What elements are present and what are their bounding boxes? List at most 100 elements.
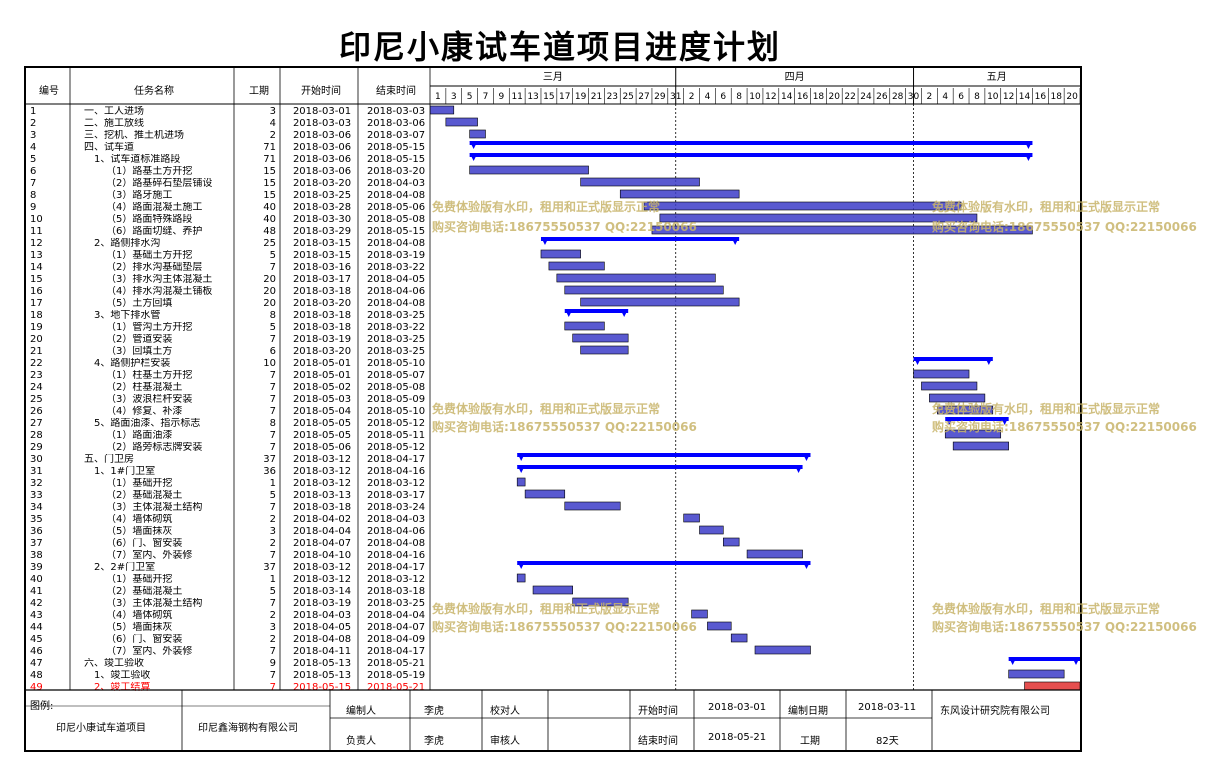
task-duration: 9 <box>269 658 276 669</box>
task-start: 2018-03-20 <box>292 178 352 189</box>
task-end: 2018-04-09 <box>366 634 426 645</box>
task-bar <box>1024 681 1081 691</box>
task-name: （2）路旁标志牌安装 <box>106 442 203 453</box>
task-bar <box>913 369 970 379</box>
institute-name: 东风设计研究院有限公司 <box>940 706 1050 717</box>
task-id: 11 <box>30 226 43 237</box>
task-start: 2018-03-12 <box>292 466 352 477</box>
task-name: 1、试车道标准路段 <box>94 154 181 165</box>
task-bar <box>619 189 740 199</box>
task-id: 32 <box>30 478 43 489</box>
task-duration: 3 <box>269 526 276 537</box>
task-name: （2）排水沟基础垫层 <box>106 262 203 273</box>
day-tick-label: 10 <box>749 92 761 102</box>
task-end: 2018-05-08 <box>366 214 426 225</box>
summary-bar <box>517 561 811 565</box>
task-start: 2018-04-11 <box>292 646 352 657</box>
task-name: （1）管沟土方开挖 <box>106 322 193 333</box>
day-tick-label: 18 <box>1050 92 1062 102</box>
task-end: 2018-03-25 <box>366 598 426 609</box>
task-end: 2018-05-06 <box>366 202 426 213</box>
task-duration: 2 <box>269 610 276 621</box>
task-duration: 7 <box>269 382 276 393</box>
summary-start-marker <box>945 417 954 425</box>
task-duration: 3 <box>269 622 276 633</box>
task-name: （1）柱基土方开挖 <box>106 370 193 381</box>
task-id: 10 <box>30 214 43 225</box>
task-duration: 8 <box>269 418 276 429</box>
day-tick-label: 7 <box>483 92 489 102</box>
summary-start-marker <box>517 465 526 473</box>
task-name: （4）修复、补漆 <box>106 406 183 417</box>
task-name: （3）主体混凝土结构 <box>106 502 203 513</box>
task-bar <box>540 249 581 259</box>
summary-bar <box>517 465 803 469</box>
task-duration: 7 <box>269 670 276 681</box>
task-bar <box>564 501 621 511</box>
task-end: 2018-05-12 <box>366 442 426 453</box>
task-end: 2018-03-19 <box>366 250 426 261</box>
task-id: 48 <box>30 670 43 681</box>
task-id: 19 <box>30 322 43 333</box>
task-bar <box>730 633 748 643</box>
task-start: 2018-03-18 <box>292 286 352 297</box>
summary-end-marker <box>731 237 740 245</box>
day-tick-label: 6 <box>958 92 964 102</box>
summary-bar <box>564 309 629 313</box>
task-id: 20 <box>30 334 43 345</box>
task-id: 45 <box>30 634 43 645</box>
task-id: 6 <box>30 166 37 177</box>
task-end: 2018-04-17 <box>366 562 426 573</box>
task-duration: 20 <box>263 274 276 285</box>
task-end: 2018-05-10 <box>366 358 426 369</box>
task-bar <box>564 285 724 295</box>
day-tick-label: 19 <box>575 92 587 102</box>
task-name: （1）基础土方开挖 <box>106 250 193 261</box>
task-end: 2018-05-09 <box>366 394 426 405</box>
task-duration: 7 <box>269 550 276 561</box>
day-tick-label: 21 <box>591 92 602 102</box>
day-tick-label: 16 <box>797 92 809 102</box>
task-duration: 1 <box>269 478 276 489</box>
task-start: 2018-04-10 <box>292 550 352 561</box>
day-tick-label: 2 <box>689 92 695 102</box>
task-bar <box>564 321 605 331</box>
summary-start-marker <box>517 561 526 569</box>
summary-start-marker <box>1008 657 1017 665</box>
month-label: 四月 <box>785 71 805 83</box>
watermark-line2-e: 购买咨询电话:18675550537 QQ:22150066 <box>432 620 697 634</box>
header-num: 编号 <box>39 86 59 97</box>
task-bar <box>691 609 708 619</box>
task-bar <box>683 513 700 523</box>
task-start: 2018-03-25 <box>292 190 352 201</box>
task-id: 49 <box>30 682 43 693</box>
task-duration: 7 <box>269 406 276 417</box>
watermark-line2-d: 购买咨询电话:18675550537 QQ:22150066 <box>932 420 1197 434</box>
task-end: 2018-05-15 <box>366 142 426 153</box>
task-start: 2018-03-15 <box>292 250 352 261</box>
task-start: 2018-04-05 <box>292 622 352 633</box>
task-name: （5）路面特殊路段 <box>106 214 193 225</box>
task-duration: 5 <box>269 250 276 261</box>
task-duration: 7 <box>269 262 276 273</box>
task-id: 27 <box>30 418 43 429</box>
manager-name: 李虎 <box>424 736 444 747</box>
summary-bar <box>469 153 1033 157</box>
header-name: 任务名称 <box>134 86 174 97</box>
summary-bar <box>945 417 1009 421</box>
task-id: 47 <box>30 658 43 669</box>
summary-start-marker <box>540 237 549 245</box>
